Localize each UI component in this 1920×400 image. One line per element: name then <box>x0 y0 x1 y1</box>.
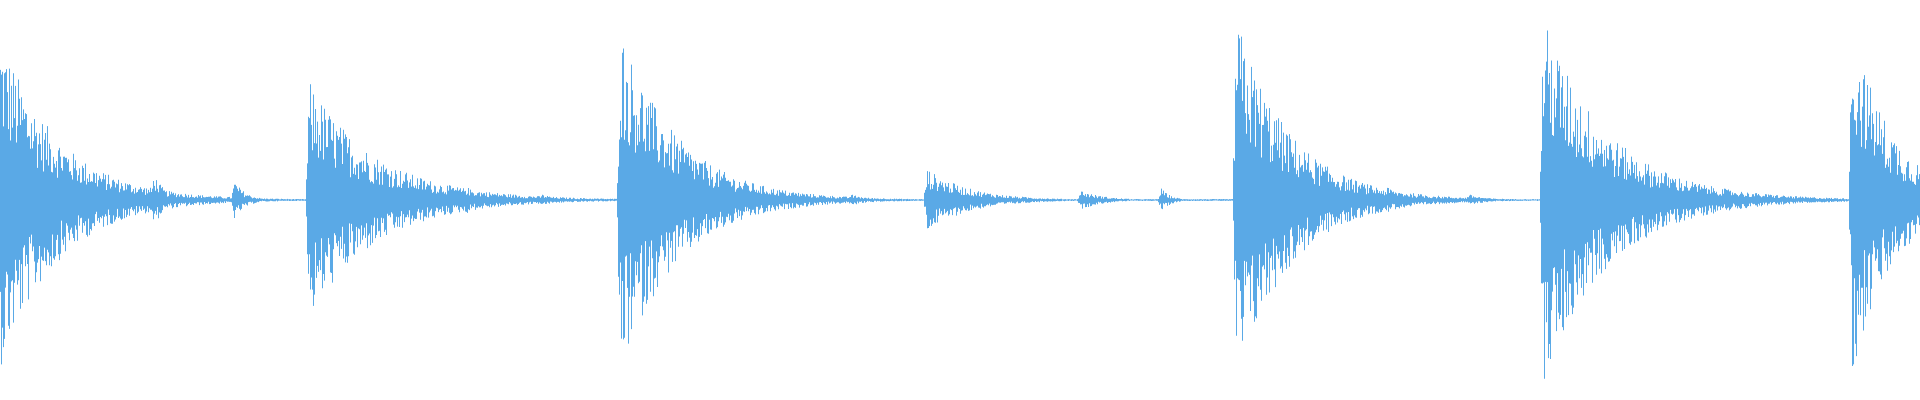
waveform-samples <box>0 30 1920 379</box>
waveform-amplitude-path <box>0 30 1920 379</box>
